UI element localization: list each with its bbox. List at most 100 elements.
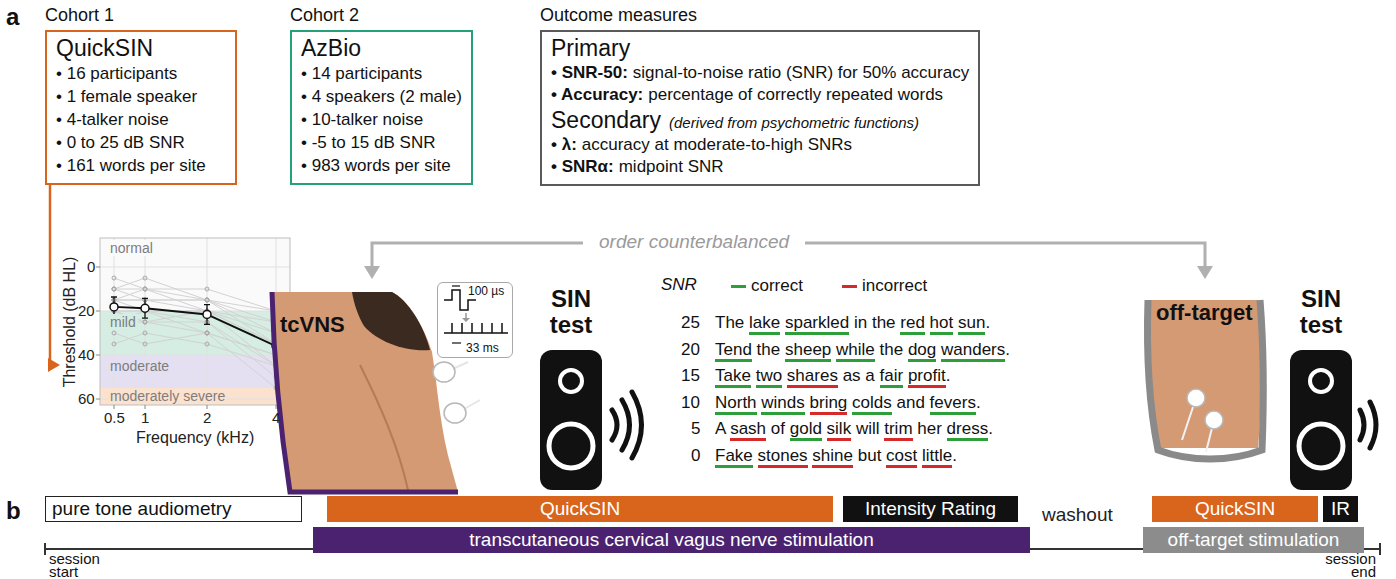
neck-illustration xyxy=(352,292,430,350)
pulse-diagram xyxy=(452,342,461,343)
snr-value: 20 xyxy=(681,340,700,360)
speaker-icon xyxy=(549,424,593,468)
leader-line xyxy=(49,185,52,365)
node-text: QuickSIN xyxy=(1195,498,1275,520)
node-text: • 983 words per site xyxy=(301,156,451,175)
mean-dot xyxy=(141,304,149,312)
sentence-word: fair xyxy=(880,366,904,388)
timeline-bar: pure tone audiometry xyxy=(45,496,302,522)
sentence-word: the xyxy=(880,340,904,359)
text-row: • 14 participants xyxy=(301,62,462,85)
speaker-icon xyxy=(560,370,582,392)
neck-illustration xyxy=(433,362,455,382)
sentence-word: wanders xyxy=(941,340,1005,362)
timeline-label: session end xyxy=(1316,553,1376,578)
sentence-word: Take xyxy=(715,366,751,388)
sentence-word: the xyxy=(757,340,781,359)
node-text: Secondary xyxy=(551,107,661,133)
sentence-word: Fake xyxy=(715,446,753,468)
sentence-word: stones xyxy=(758,446,808,468)
node-text: transcutaneous cervical vagus nerve stim… xyxy=(469,529,873,551)
pulse-diagram xyxy=(462,318,470,322)
pulse-inset: 100 µs33 ms xyxy=(437,282,513,358)
participant-dot xyxy=(112,331,116,335)
timeline-bar: IR xyxy=(1323,496,1358,522)
participant-dot xyxy=(112,287,116,291)
participant-dot xyxy=(112,342,116,346)
sentence-word: The xyxy=(715,313,744,332)
speaker-icon xyxy=(1310,370,1332,392)
panel-letter: b xyxy=(6,497,21,525)
sentence-word: dog xyxy=(908,340,936,362)
sentence-word: but xyxy=(858,446,882,465)
participant-dot xyxy=(205,287,209,291)
participant-dot xyxy=(143,276,147,280)
node-text: • 161 words per site xyxy=(56,156,206,175)
node-text: • 4-talker noise xyxy=(56,110,169,129)
tick-label: 2 xyxy=(203,409,211,426)
legend-text: incorrect xyxy=(862,276,927,296)
node-text: • -5 to 15 dB SNR xyxy=(301,133,435,152)
node-text: Intensity Rating xyxy=(865,498,996,520)
band-label: moderate xyxy=(108,358,171,374)
speaker-icon xyxy=(1290,350,1352,490)
node-text: • 16 participants xyxy=(56,64,177,83)
sentence-word: silk xyxy=(827,419,852,441)
node-text: midpoint SNR xyxy=(619,157,724,176)
sentence-word: of xyxy=(771,419,785,438)
node-text: 33 ms xyxy=(466,341,499,355)
timeline-bar: transcutaneous cervical vagus nerve stim… xyxy=(313,527,1030,553)
sentence-word: sun xyxy=(958,313,985,335)
snr-value: 5 xyxy=(691,419,700,439)
mean-dot xyxy=(203,310,211,318)
legend-text: correct xyxy=(751,276,803,296)
sentence-word: red xyxy=(900,313,925,335)
test-label: SIN test xyxy=(536,286,606,338)
pulse-diagram xyxy=(465,313,467,318)
sentence-word: lake xyxy=(749,313,780,335)
node-text: QuickSIN xyxy=(540,498,620,520)
neck-illustration xyxy=(272,292,458,492)
text-row: AzBio xyxy=(301,34,462,62)
text-row: Secondary(derived from psychometric func… xyxy=(551,106,969,134)
neck-back-illustration xyxy=(1205,411,1223,429)
participant-line xyxy=(114,311,276,344)
speaker-icon xyxy=(1290,350,1376,490)
participant-dot xyxy=(143,320,147,324)
neck-back-illustration xyxy=(1187,389,1205,407)
participant-line xyxy=(114,289,276,322)
cohort-box: Cohort 2AzBio• 14 participants• 4 speake… xyxy=(290,30,473,185)
sentence-word: winds xyxy=(761,393,804,415)
participant-dot xyxy=(205,331,209,335)
timeline-bar: QuickSIN xyxy=(327,496,833,522)
audiogram-chart xyxy=(96,267,276,409)
tick-label: 1 xyxy=(141,409,149,426)
error-bar xyxy=(204,305,210,325)
snr-value: 0 xyxy=(691,446,700,466)
node-text: • 4 speakers (2 male) xyxy=(301,87,462,106)
participant-dot xyxy=(205,298,209,302)
pulse-diagram xyxy=(452,285,460,286)
order-arrows xyxy=(1197,266,1213,279)
legend-swatch xyxy=(842,285,857,288)
note-label: order counterbalanced xyxy=(596,231,792,253)
condition-label: off-target xyxy=(1156,300,1253,326)
node-text: accuracy at moderate-to-high SNRs xyxy=(582,135,852,154)
band-label: moderately severe xyxy=(108,388,227,404)
audiogram-chart xyxy=(100,238,290,405)
node-text: percentage of correctly repeated words xyxy=(648,85,943,104)
participant-line xyxy=(114,333,276,355)
sentence-word: as xyxy=(843,366,861,385)
node-text: • 0 to 25 dB SNR xyxy=(56,133,185,152)
node-text: signal-to-noise ratio (SNR) for 50% accu… xyxy=(633,63,969,82)
order-arrows xyxy=(364,266,380,279)
node-text: Cohort 1 xyxy=(45,5,114,26)
text-row: • 16 participants xyxy=(56,62,226,85)
test-sentence: The lake sparkled in the red hot sun. xyxy=(715,313,990,333)
timeline-bar: off-target stimulation xyxy=(1143,527,1364,553)
sentence-word: shares xyxy=(787,366,838,388)
tick-label: 60 xyxy=(78,390,95,407)
text-row: • 10-talker noise xyxy=(301,108,462,131)
text-row: Primary xyxy=(551,34,969,62)
text-row: • 1 female speaker xyxy=(56,85,226,108)
